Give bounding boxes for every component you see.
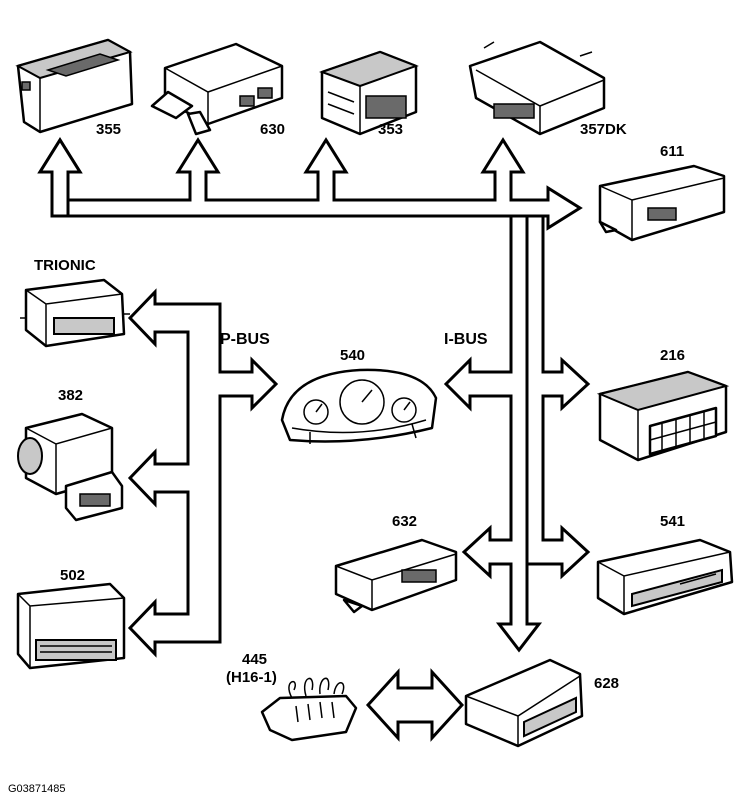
i-bus-label: I-BUS — [444, 331, 488, 348]
label-611: 611 — [660, 143, 684, 160]
label-540: 540 — [340, 347, 365, 364]
module-382 — [17, 412, 124, 522]
i-bus-vertical-trunk — [443, 214, 543, 653]
module-216 — [596, 370, 730, 462]
p-bus-trunk — [127, 288, 279, 658]
label-632: 632 — [392, 513, 417, 530]
label-628: 628 — [594, 675, 619, 692]
diag-link-arrow — [365, 668, 465, 742]
i-bus-top-trunk — [37, 137, 583, 231]
module-502 — [16, 582, 126, 670]
label-382: 382 — [58, 387, 83, 404]
module-353 — [319, 50, 419, 136]
module-540 — [280, 368, 438, 444]
module-628 — [464, 658, 584, 748]
label-353: 353 — [378, 121, 403, 138]
label-445-sub: (H16-1) — [226, 669, 277, 686]
i-bus-right-trunk — [525, 214, 591, 580]
i-bus-left-riser — [37, 137, 83, 218]
module-632 — [334, 538, 458, 614]
label-355: 355 — [96, 121, 121, 138]
i-bus-top-branch — [37, 137, 583, 231]
label-357dk: 357DK — [580, 121, 627, 138]
label-216: 216 — [660, 347, 685, 364]
label-541: 541 — [660, 513, 685, 530]
label-445: 445 — [242, 651, 267, 668]
module-357dk — [468, 40, 606, 136]
module-541 — [596, 538, 734, 616]
label-630: 630 — [260, 121, 285, 138]
module-445-diag-connector — [260, 677, 358, 742]
module-630 — [150, 42, 284, 136]
module-611 — [598, 164, 726, 242]
label-502: 502 — [60, 567, 85, 584]
figure-id: G03871485 — [8, 783, 66, 795]
module-355 — [15, 38, 134, 134]
label-trionic: TRIONIC — [34, 257, 96, 274]
module-trionic — [20, 278, 130, 348]
p-bus-label: P-BUS — [220, 331, 270, 348]
